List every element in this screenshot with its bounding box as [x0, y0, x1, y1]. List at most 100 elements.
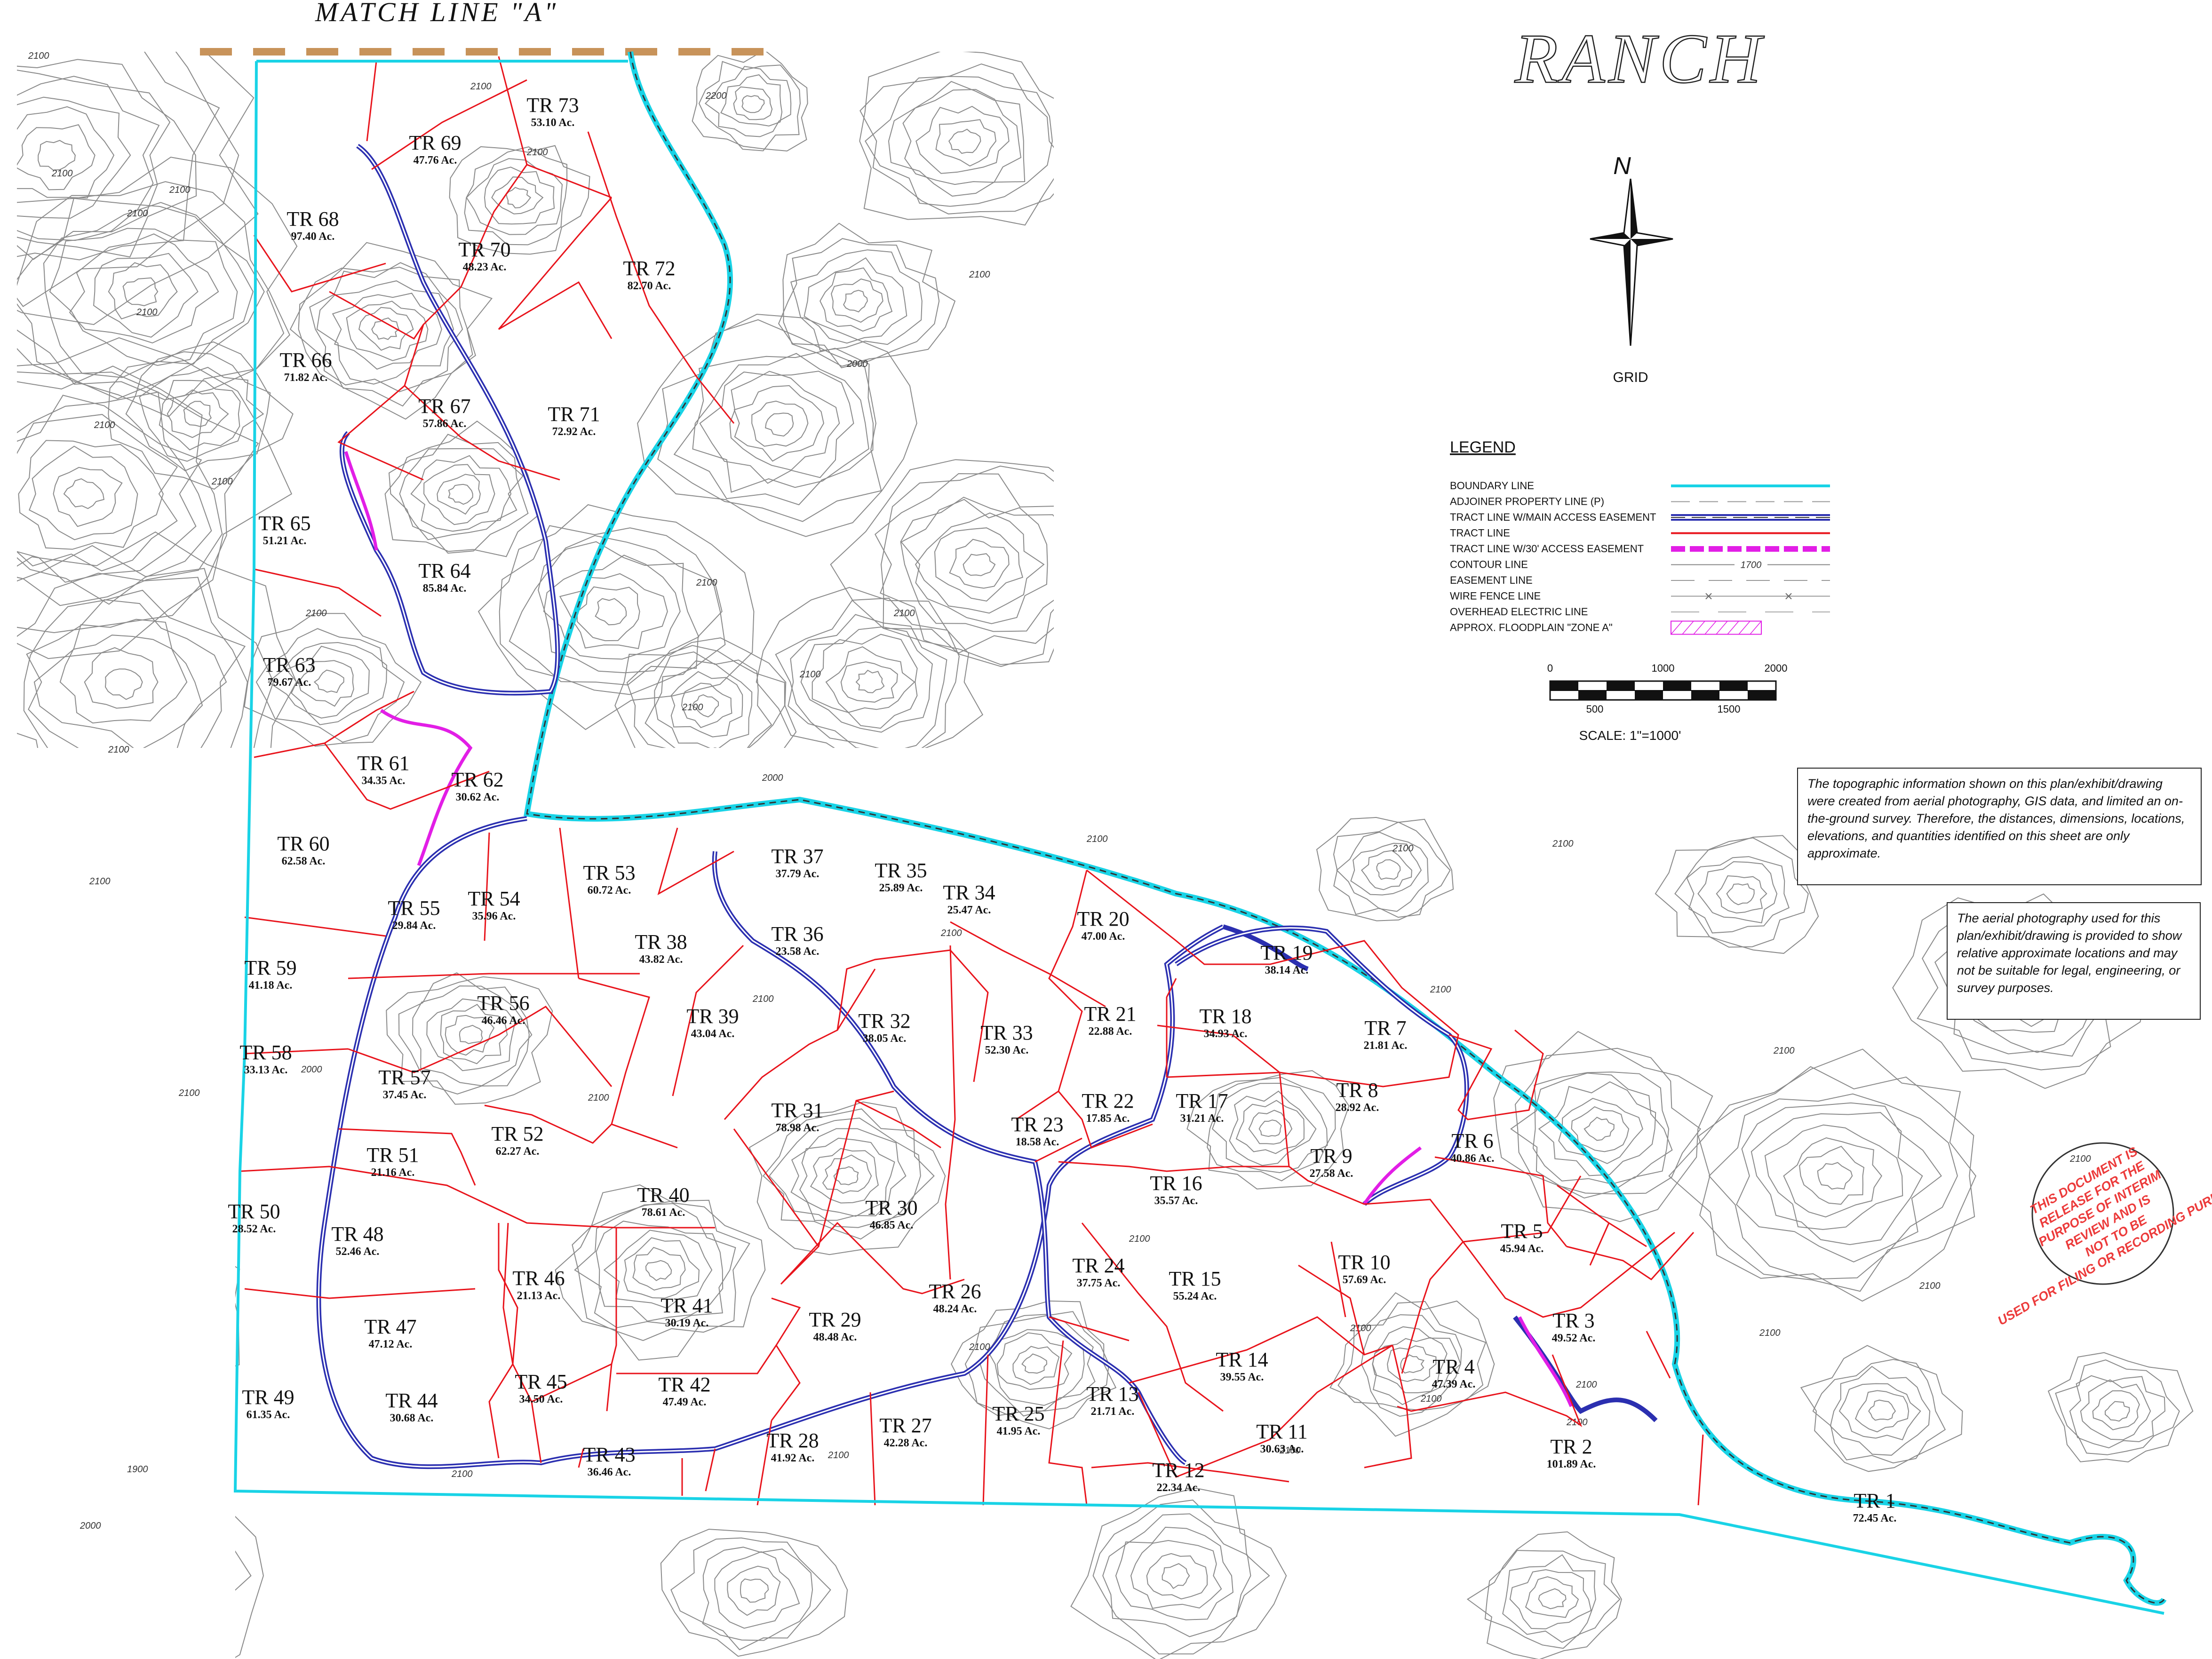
legend-label: CONTOUR LINE: [1450, 559, 1528, 571]
tract-acreage: 62.27 Ac.: [496, 1145, 540, 1158]
contour-labels: 2100210021002100220021002000210021002100…: [28, 51, 2091, 1531]
contour-elevation-label: 2100: [752, 994, 774, 1004]
tract-acreage: 47.00 Ac.: [1082, 930, 1125, 943]
tract-name: TR 28: [766, 1429, 819, 1452]
contour-elevation-label: 2100: [969, 1342, 990, 1352]
contour-elevation-label: 2100: [828, 1450, 849, 1461]
legend-label: TRACT LINE W/MAIN ACCESS EASEMENT: [1450, 511, 1656, 523]
tract-name: TR 16: [1150, 1172, 1202, 1195]
legend-symbol-fence: [1671, 593, 1830, 600]
tract-name: TR 47: [364, 1315, 416, 1338]
tract-name: TR 20: [1077, 907, 1129, 930]
tract-name: TR 31: [771, 1099, 823, 1122]
contour-elevation-label: 2100: [940, 928, 962, 938]
aerial-photo-note: The aerial photography used for this pla…: [1947, 902, 2201, 1020]
north-arrow: N GRID: [1590, 152, 1673, 385]
topographic-note: The topographic information shown on thi…: [1797, 768, 2202, 885]
tract-acreage: 52.30 Ac.: [985, 1044, 1029, 1056]
legend-label: BOUNDARY LINE: [1450, 480, 1534, 492]
contour-elevation-label: 2100: [178, 1088, 200, 1098]
tract-acreage: 38.14 Ac.: [1265, 964, 1309, 976]
tract-acreage: 23.58 Ac.: [776, 945, 820, 958]
legend-label: OVERHEAD ELECTRIC LINE: [1450, 606, 1588, 618]
tract-acreage: 41.18 Ac.: [249, 979, 293, 992]
tract-acreage: 71.82 Ac.: [284, 372, 328, 384]
tract-acreage: 49.52 Ac.: [1552, 1332, 1596, 1344]
tract-name: TR 24: [1072, 1254, 1124, 1277]
tract-acreage: 41.92 Ac.: [771, 1452, 815, 1464]
contour-elevation-label: 2100: [136, 307, 158, 318]
tract-acreage: 60.72 Ac.: [588, 884, 631, 897]
tract-acreage: 30.62 Ac.: [456, 791, 500, 803]
tract-acreage: 101.89 Ac.: [1547, 1458, 1596, 1470]
contour-elevation-label: 2100: [94, 420, 115, 430]
tract-name: TR 12: [1152, 1459, 1204, 1482]
tract-acreage: 47.49 Ac.: [663, 1396, 707, 1408]
tract-acreage: 47.76 Ac.: [414, 154, 457, 167]
tract-acreage: 97.40 Ac.: [291, 230, 335, 243]
tract-name: TR 56: [477, 992, 529, 1015]
legend-label: TRACT LINE: [1450, 527, 1510, 539]
svg-text:GRID: GRID: [1613, 370, 1648, 385]
tract-1: TR 172.45 Ac.: [1853, 1489, 1897, 1524]
tract-acreage: 43.82 Ac.: [639, 953, 683, 966]
interim-review-stamp: THIS DOCUMENT IS RELEASE FOR THE PURPOSE…: [1995, 1142, 2212, 1328]
legend-label: WIRE FENCE LINE: [1450, 590, 1541, 602]
tract-acreage: 48.24 Ac.: [933, 1303, 977, 1315]
tract-acreage: 40.86 Ac.: [1451, 1152, 1495, 1165]
tract-name: TR 63: [263, 653, 315, 676]
tract-name: TR 30: [865, 1196, 917, 1219]
tract-name: TR 72: [623, 257, 675, 280]
tract-acreage: 29.84 Ac.: [392, 920, 436, 932]
tract-acreage: 25.47 Ac.: [947, 904, 991, 916]
contour-elevation-label: 2100: [451, 1469, 473, 1479]
tract-name: TR 68: [286, 207, 339, 230]
contour-elevation-label: 2000: [80, 1521, 101, 1531]
contour-elevation-label: 2100: [89, 876, 111, 887]
legend-label: APPROX. FLOODPLAIN "ZONE A": [1450, 622, 1613, 634]
tract-name: TR 34: [943, 881, 995, 904]
tract-acreage: 34.93 Ac.: [1204, 1028, 1248, 1040]
tract-name: TR 18: [1199, 1005, 1251, 1028]
contour-elevation-label: 2100: [169, 185, 191, 195]
tract-name: TR 57: [378, 1066, 430, 1089]
tract-name: TR 23: [1011, 1113, 1063, 1136]
tract-acreage: 21.81 Ac.: [1364, 1040, 1408, 1052]
scale-tick-label: 1000: [1652, 662, 1675, 674]
tract-acreage: 37.75 Ac.: [1077, 1277, 1121, 1289]
tract-name: TR 44: [385, 1389, 438, 1412]
tract-name: TR 61: [357, 752, 409, 775]
svg-text:N: N: [1613, 152, 1631, 180]
tract-name: TR 29: [809, 1308, 861, 1331]
tract-name: TR 19: [1260, 941, 1313, 964]
tract-name: TR 71: [548, 403, 600, 426]
contour-elevation-label: 2100: [305, 608, 327, 619]
contour-elevation-label: 2100: [799, 669, 821, 680]
tract-name: TR 37: [771, 845, 823, 868]
tract-acreage: 48.48 Ac.: [813, 1331, 857, 1343]
legend-item-fence: WIRE FENCE LINE: [1450, 590, 1830, 602]
